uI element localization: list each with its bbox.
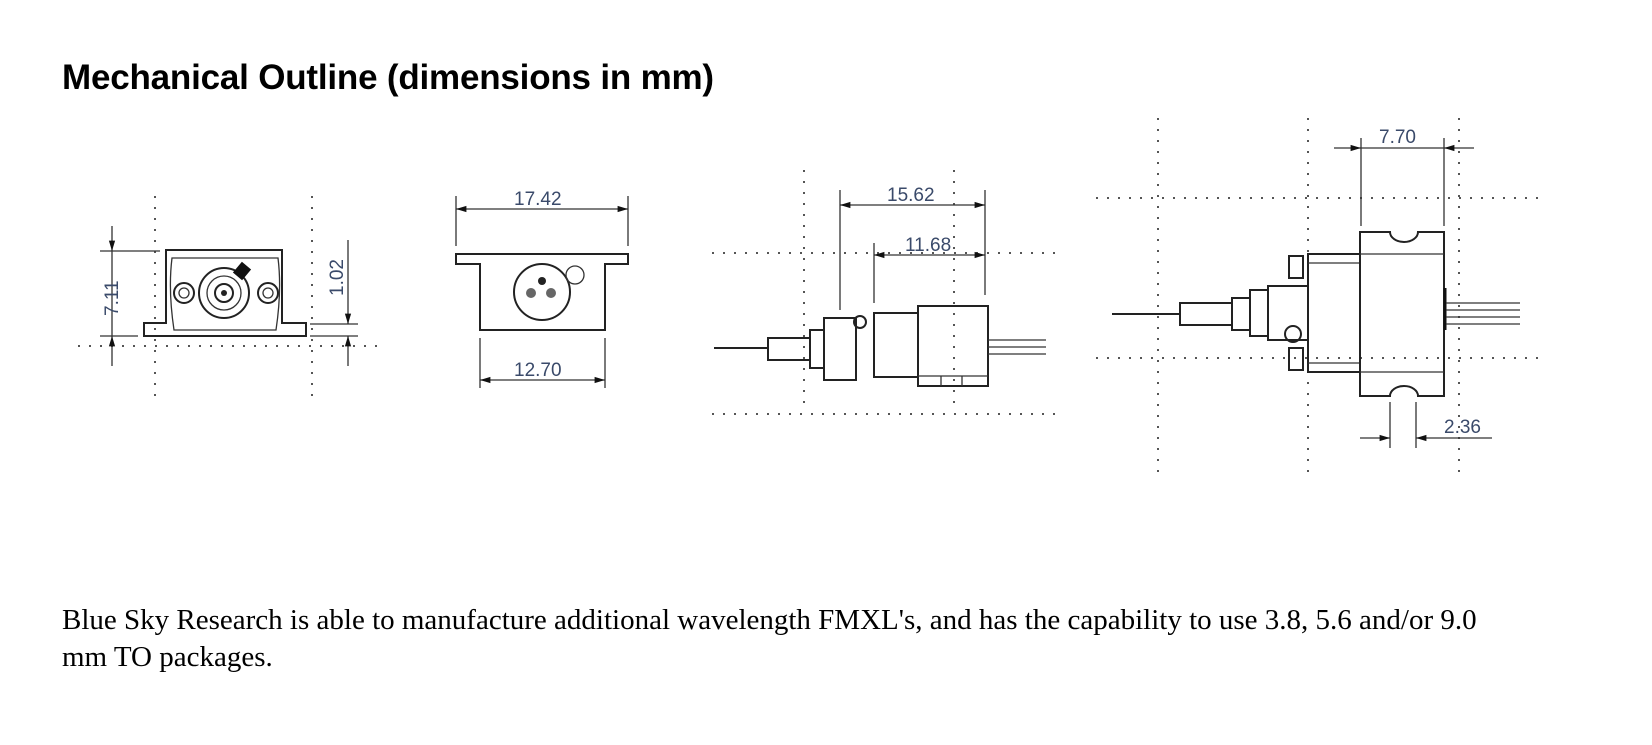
- front-view: 7.11 1.02: [78, 196, 378, 400]
- dimension-label-7-11: 7.11: [102, 280, 123, 316]
- section-heading: Mechanical Outline (dimensions in mm): [62, 58, 714, 97]
- dimension-label-17-42: 17.42: [514, 189, 562, 210]
- top-view: 7.70 2.36: [1096, 118, 1545, 475]
- side-view: 15.62 11.68: [712, 170, 1060, 415]
- mechanical-outline-drawing: 7.11 1.02 17.42 12.70: [78, 118, 1545, 475]
- end-view: 17.42 12.70: [455, 189, 629, 388]
- dimension-label-11-68: 11.68: [905, 235, 951, 256]
- dimension-label-15-62: 15.62: [887, 185, 935, 206]
- body-paragraph: Blue Sky Research is able to manufacture…: [62, 604, 1477, 673]
- dimension-label-12-70: 12.70: [514, 360, 562, 381]
- dimension-label-1-02: 1.02: [327, 259, 348, 296]
- dimension-label-7-70: 7.70: [1379, 127, 1416, 148]
- dimension-label-2-36: 2.36: [1444, 417, 1481, 438]
